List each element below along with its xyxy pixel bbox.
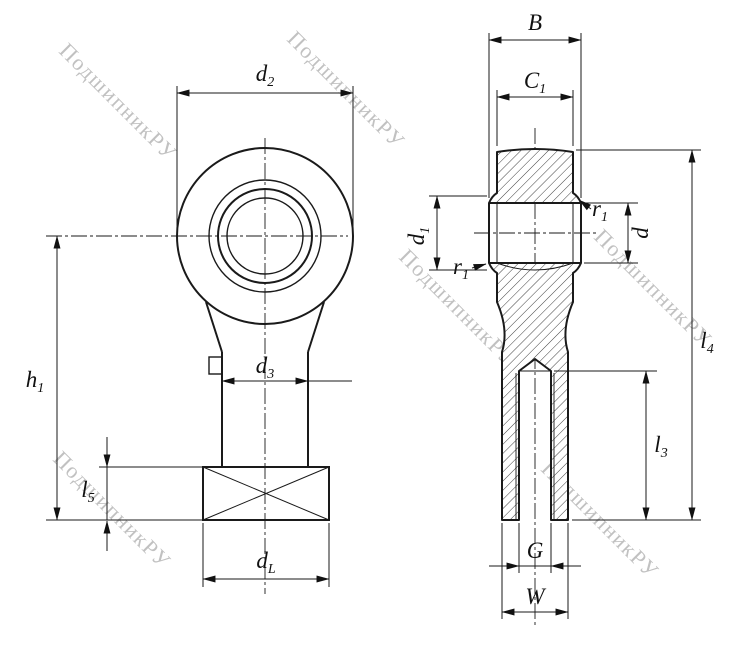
dim-label-W: W [525, 584, 546, 609]
section-body [488, 262, 582, 521]
dim-label-r1-right: r1 [592, 196, 608, 225]
r1-leader-left [471, 263, 487, 271]
front-view: d2 h1 l5 d3 dL [26, 61, 354, 594]
grease-fitting [208, 356, 223, 375]
dim-label-r1-left: r1 [453, 254, 469, 283]
dim-label-d2: d2 [256, 61, 275, 90]
dim-label-dL: dL [256, 548, 276, 577]
dim-label-l3: l3 [654, 432, 667, 461]
dim-label-C1: C1 [524, 68, 546, 97]
bore-circle [226, 197, 304, 275]
dim-label-d: d [628, 227, 653, 239]
dim-label-d1: d1 [404, 227, 433, 246]
flare-left [205, 301, 223, 353]
base-block [202, 466, 330, 521]
dim-label-l4: l4 [700, 328, 713, 357]
head-outer-circle [176, 147, 354, 325]
flare-right [307, 301, 325, 353]
sphere-seat-arc [496, 262, 574, 271]
dim-label-d3: d3 [256, 353, 275, 382]
base-cross-line [202, 466, 330, 521]
dim-label-h1: h1 [26, 367, 45, 396]
ball-circle [217, 188, 313, 284]
section-top-cap [488, 148, 582, 204]
r1-leader-right [578, 199, 592, 211]
dim-label-G: G [527, 538, 544, 563]
dim-label-B: B [528, 10, 542, 35]
dim-label-l5: l5 [81, 477, 94, 506]
ring-inner-circle [208, 179, 322, 293]
side-view: B C1 d1 d r1 r1 l4 l3 [404, 10, 714, 625]
